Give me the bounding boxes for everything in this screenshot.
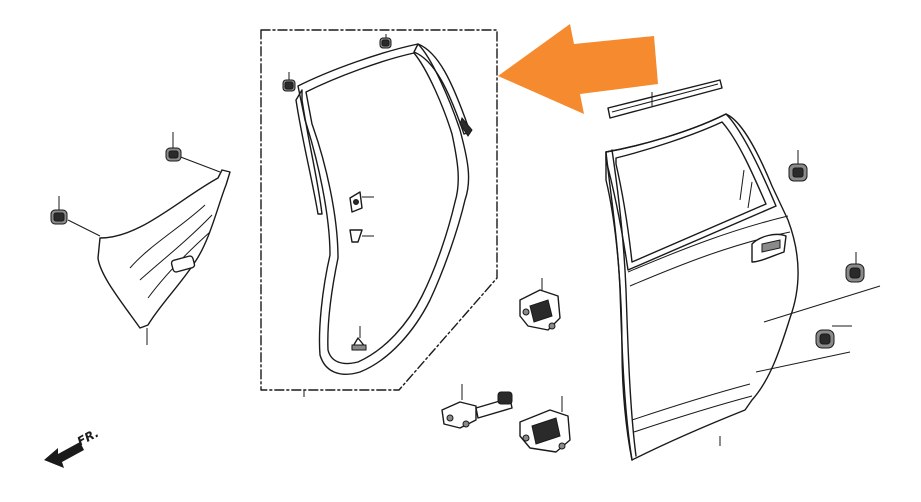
front-direction-arrow-icon <box>44 442 84 468</box>
retainer-clip-middle <box>349 229 374 243</box>
orange-highlight-arrow-icon <box>498 24 658 114</box>
clip-nut-right-upper <box>788 150 808 182</box>
door-hinge-upper <box>519 278 561 331</box>
door-stopper-lower <box>755 325 852 373</box>
door-molding-strip <box>607 79 723 119</box>
front-direction-indicator: FR. <box>44 426 101 468</box>
door-checker <box>441 384 513 429</box>
weatherstrip-clip-left <box>282 72 296 92</box>
clip-nut-left <box>50 196 68 225</box>
door-stopper-upper <box>763 252 881 323</box>
retainer-clip-upper <box>349 191 374 213</box>
clip-nut-upper-left <box>165 132 182 162</box>
door-weatherstrip <box>295 43 473 375</box>
door-hinge-lower <box>519 396 571 453</box>
weatherstrip-group-box <box>260 29 498 397</box>
water-shield <box>67 155 231 345</box>
fr-label: FR. <box>75 426 101 449</box>
rear-door-panel <box>605 113 799 461</box>
weatherstrip-clip-top <box>379 34 392 49</box>
retainer-clip-lower <box>351 326 367 351</box>
